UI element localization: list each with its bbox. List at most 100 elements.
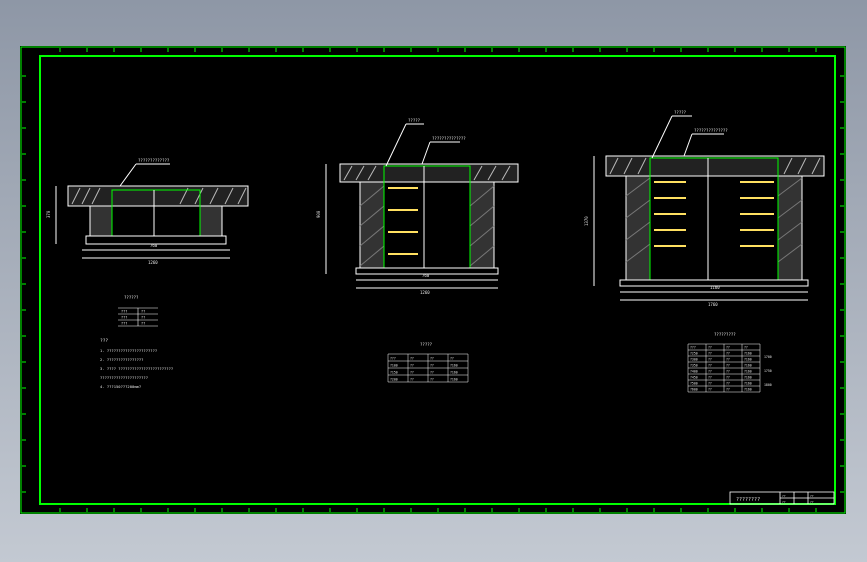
leader-text-right-a: ????? bbox=[674, 110, 687, 115]
table-left bbox=[118, 307, 158, 327]
dim-height-middle: 900 bbox=[316, 210, 321, 218]
leader-left bbox=[119, 163, 137, 187]
table-cell: ?? bbox=[708, 352, 712, 356]
table-cell: ?? bbox=[430, 378, 434, 382]
leader-right-b bbox=[683, 133, 693, 157]
table-cell: ?? bbox=[410, 371, 414, 375]
notes-heading: ??? bbox=[100, 338, 108, 344]
table-cell: ?? bbox=[726, 370, 730, 374]
table-cell: ?? bbox=[708, 358, 712, 362]
note-line: 1. ?????????????????????? bbox=[100, 348, 157, 353]
table-middle-title: ????? bbox=[420, 342, 433, 347]
table-left-cells: ??????????????? bbox=[121, 310, 145, 326]
table-cell: ?? bbox=[410, 378, 414, 382]
wall-right-b bbox=[777, 175, 803, 281]
note-line: ????????????????????? bbox=[100, 375, 148, 380]
ladder-middle bbox=[388, 187, 418, 255]
dim-height-left: 370 bbox=[46, 210, 51, 218]
wall-middle-b bbox=[469, 181, 495, 269]
table-cell: ?500 bbox=[690, 382, 698, 386]
table-right-title: ????????? bbox=[714, 332, 736, 337]
table-cell: ?160 bbox=[744, 364, 752, 368]
leader-text-middle-b: ?????????????? bbox=[432, 136, 466, 141]
table-cell: ?160 bbox=[744, 388, 752, 392]
table-cell: ?? bbox=[141, 316, 145, 320]
section-middle bbox=[325, 123, 519, 289]
table-cell: ?? bbox=[726, 388, 730, 392]
table-cell: ?? bbox=[708, 364, 712, 368]
wall-middle-a bbox=[359, 181, 385, 269]
table-cell: ?160 bbox=[744, 382, 752, 386]
table-cell: ?160 bbox=[450, 378, 458, 382]
title-block-cell-4: ?? bbox=[810, 500, 814, 504]
dim-total-left: 1260 bbox=[148, 260, 158, 265]
table-cell: ?? bbox=[726, 364, 730, 368]
table-cell: ?? bbox=[430, 364, 434, 368]
leader-middle-a bbox=[385, 123, 407, 167]
table-cell: ??? bbox=[121, 316, 127, 320]
leader-text-middle-a: ????? bbox=[408, 118, 421, 123]
table-right: ????????? ?250???? ?160 ?300???? ?160 ?350???… bbox=[687, 343, 772, 393]
table-cell: ?160 bbox=[744, 352, 752, 356]
drawing-sheet: ????????????? 1260 760 370 ?????? ??????… bbox=[20, 46, 846, 514]
table-cell: ??? bbox=[121, 310, 127, 314]
table-cell: ?160 bbox=[450, 371, 458, 375]
table-cell: ?? bbox=[410, 364, 414, 368]
wall-left-b bbox=[199, 205, 223, 237]
wall-right-a bbox=[625, 175, 651, 281]
table-middle: ??????????100?????160?150?????160?200???… bbox=[387, 353, 469, 383]
wall-left-a bbox=[89, 205, 113, 237]
table-cell: ?? bbox=[744, 346, 748, 350]
leader-middle-b bbox=[421, 141, 431, 165]
base-left bbox=[85, 235, 227, 245]
table-cell: ?? bbox=[430, 371, 434, 375]
table-side-cell: 1700 bbox=[764, 355, 772, 359]
title-block bbox=[729, 491, 835, 505]
leader-text-right-b: ?????????????? bbox=[694, 128, 728, 133]
ground-slab-middle bbox=[339, 163, 519, 183]
dim-total-middle: 1260 bbox=[420, 290, 430, 295]
table-cell: ?? bbox=[141, 310, 145, 314]
base-middle bbox=[355, 267, 499, 275]
ladder-right bbox=[654, 181, 774, 247]
table-cell: ?? bbox=[726, 358, 730, 362]
inner-frame bbox=[39, 55, 836, 505]
table-cell: ?100 bbox=[390, 364, 398, 368]
note-line: 3. ???? ???????????????????????? bbox=[100, 366, 173, 371]
table-left-title: ?????? bbox=[124, 295, 139, 300]
table-cell: ?150 bbox=[390, 371, 398, 375]
dim-part-right: 1160 bbox=[710, 285, 720, 290]
notes-list: 1. ?????????????????????? 2. ????????????… bbox=[100, 348, 173, 389]
table-cell: ??? bbox=[690, 346, 696, 350]
cad-drawing[interactable]: ????????????? 1260 760 370 ?????? ??????… bbox=[20, 46, 846, 514]
table-cell: ?? bbox=[141, 322, 145, 326]
note-line: 2. ???????????????? bbox=[100, 357, 143, 362]
table-cell: ?300 bbox=[690, 358, 698, 362]
leader-text-left: ????????????? bbox=[138, 158, 170, 163]
table-cell: ?? bbox=[450, 357, 454, 361]
table-cell: ?? bbox=[726, 352, 730, 356]
table-side-cell: 1800 bbox=[764, 383, 772, 387]
table-cell: ?600 bbox=[690, 388, 698, 392]
dim-total-right: 1760 bbox=[708, 302, 718, 307]
dim-height-right: 1370 bbox=[584, 216, 589, 226]
base-right bbox=[619, 279, 809, 287]
table-cell: ?250 bbox=[690, 352, 698, 356]
table-cell: ?450 bbox=[690, 376, 698, 380]
table-cell: ?? bbox=[708, 376, 712, 380]
dim-part-left-1: 760 bbox=[150, 243, 158, 248]
table-cell: ?? bbox=[726, 382, 730, 386]
table-cell: ?? bbox=[708, 382, 712, 386]
table-cell: ?? bbox=[708, 370, 712, 374]
table-cell: ?160 bbox=[450, 364, 458, 368]
title-block-cell-3: ?? bbox=[782, 500, 786, 504]
section-right bbox=[593, 115, 825, 301]
table-cell: ?160 bbox=[744, 358, 752, 362]
hatch-left-a bbox=[71, 187, 247, 205]
wall-hatch-right bbox=[625, 177, 803, 263]
table-cell: ?160 bbox=[744, 370, 752, 374]
table-cell: ?350 bbox=[690, 364, 698, 368]
note-line: 4. ???150???200mm? bbox=[100, 384, 141, 389]
section-left bbox=[55, 163, 249, 259]
table-cell: ?400 bbox=[690, 370, 698, 374]
